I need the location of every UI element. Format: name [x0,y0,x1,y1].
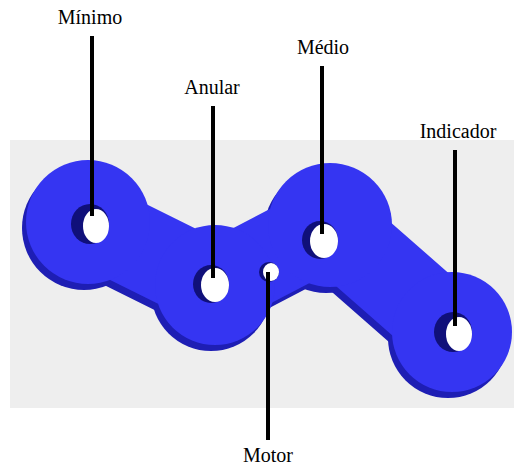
part-label: Anular [182,76,242,98]
part-label: Mínimo [56,6,124,28]
part-label: Indicador [418,120,499,142]
part-label: Médio [295,36,351,58]
leader-lines [92,36,455,440]
part-label: Motor [241,444,295,466]
plate-holes [71,204,472,352]
background-panel [10,140,514,408]
